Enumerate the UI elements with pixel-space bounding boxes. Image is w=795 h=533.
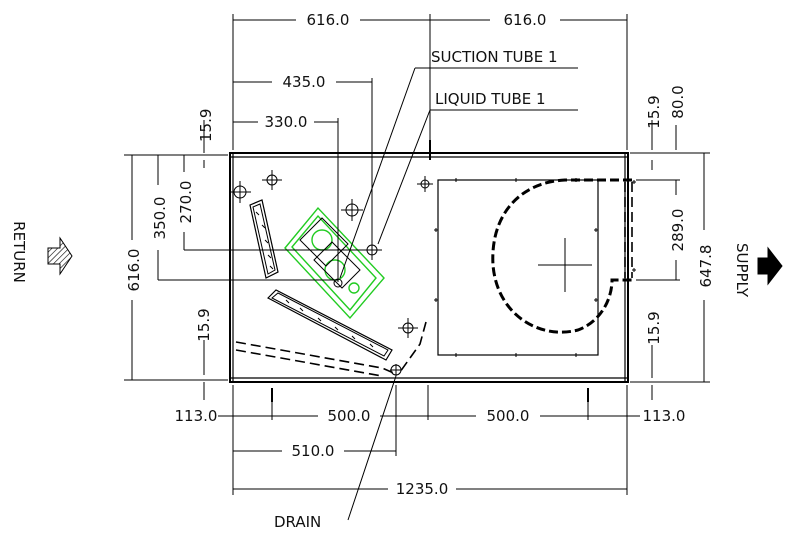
blower-scroll	[491, 178, 633, 334]
dim-113-left: 113.0	[175, 407, 218, 425]
dim-270: 270.0	[177, 181, 195, 224]
dim-left-616: 616.0	[125, 249, 143, 292]
dim-left-15-9-bottom: 15.9	[195, 308, 213, 341]
blower-box	[434, 178, 636, 357]
bottom-dimensions	[218, 385, 640, 495]
dim-350: 350.0	[151, 197, 169, 240]
dim-647-8: 647.8	[697, 245, 715, 288]
label-drain: DRAIN	[274, 513, 321, 531]
dim-289: 289.0	[669, 209, 687, 252]
dim-top-right-616: 616.0	[504, 11, 547, 29]
dim-right-15-9-top: 15.9	[645, 95, 663, 128]
dim-510: 510.0	[292, 442, 335, 460]
return-arrow-icon	[47, 236, 73, 276]
dim-80: 80.0	[669, 85, 687, 118]
top-dimensions	[232, 14, 628, 282]
coil-lower	[266, 289, 393, 361]
dim-500-left: 500.0	[328, 407, 371, 425]
left-dimensions	[124, 120, 372, 400]
label-suction-tube: SUCTION TUBE 1	[431, 48, 558, 66]
dim-right-15-9-bottom: 15.9	[645, 311, 663, 344]
drain-pan	[235, 321, 427, 377]
right-dimensions	[630, 120, 710, 400]
dim-330: 330.0	[265, 113, 308, 131]
dim-1235: 1235.0	[396, 480, 449, 498]
unit-outline	[229, 140, 629, 383]
dim-113-right: 113.0	[643, 407, 686, 425]
label-return: RETURN	[10, 221, 28, 283]
dim-435: 435.0	[283, 73, 326, 91]
dim-500-right: 500.0	[487, 407, 530, 425]
crosshair-markers	[229, 170, 433, 338]
dim-left-15-9-top: 15.9	[197, 109, 215, 142]
coil-upper	[249, 199, 279, 279]
label-supply: SUPPLY	[733, 243, 751, 298]
bottom-tick-marks	[271, 388, 589, 402]
evaporator-coil	[284, 206, 385, 320]
supply-arrow-icon	[757, 246, 783, 286]
label-liquid-tube: LIQUID TUBE 1	[435, 90, 546, 108]
leader-lines	[339, 67, 578, 521]
dim-top-left-616: 616.0	[307, 11, 350, 29]
